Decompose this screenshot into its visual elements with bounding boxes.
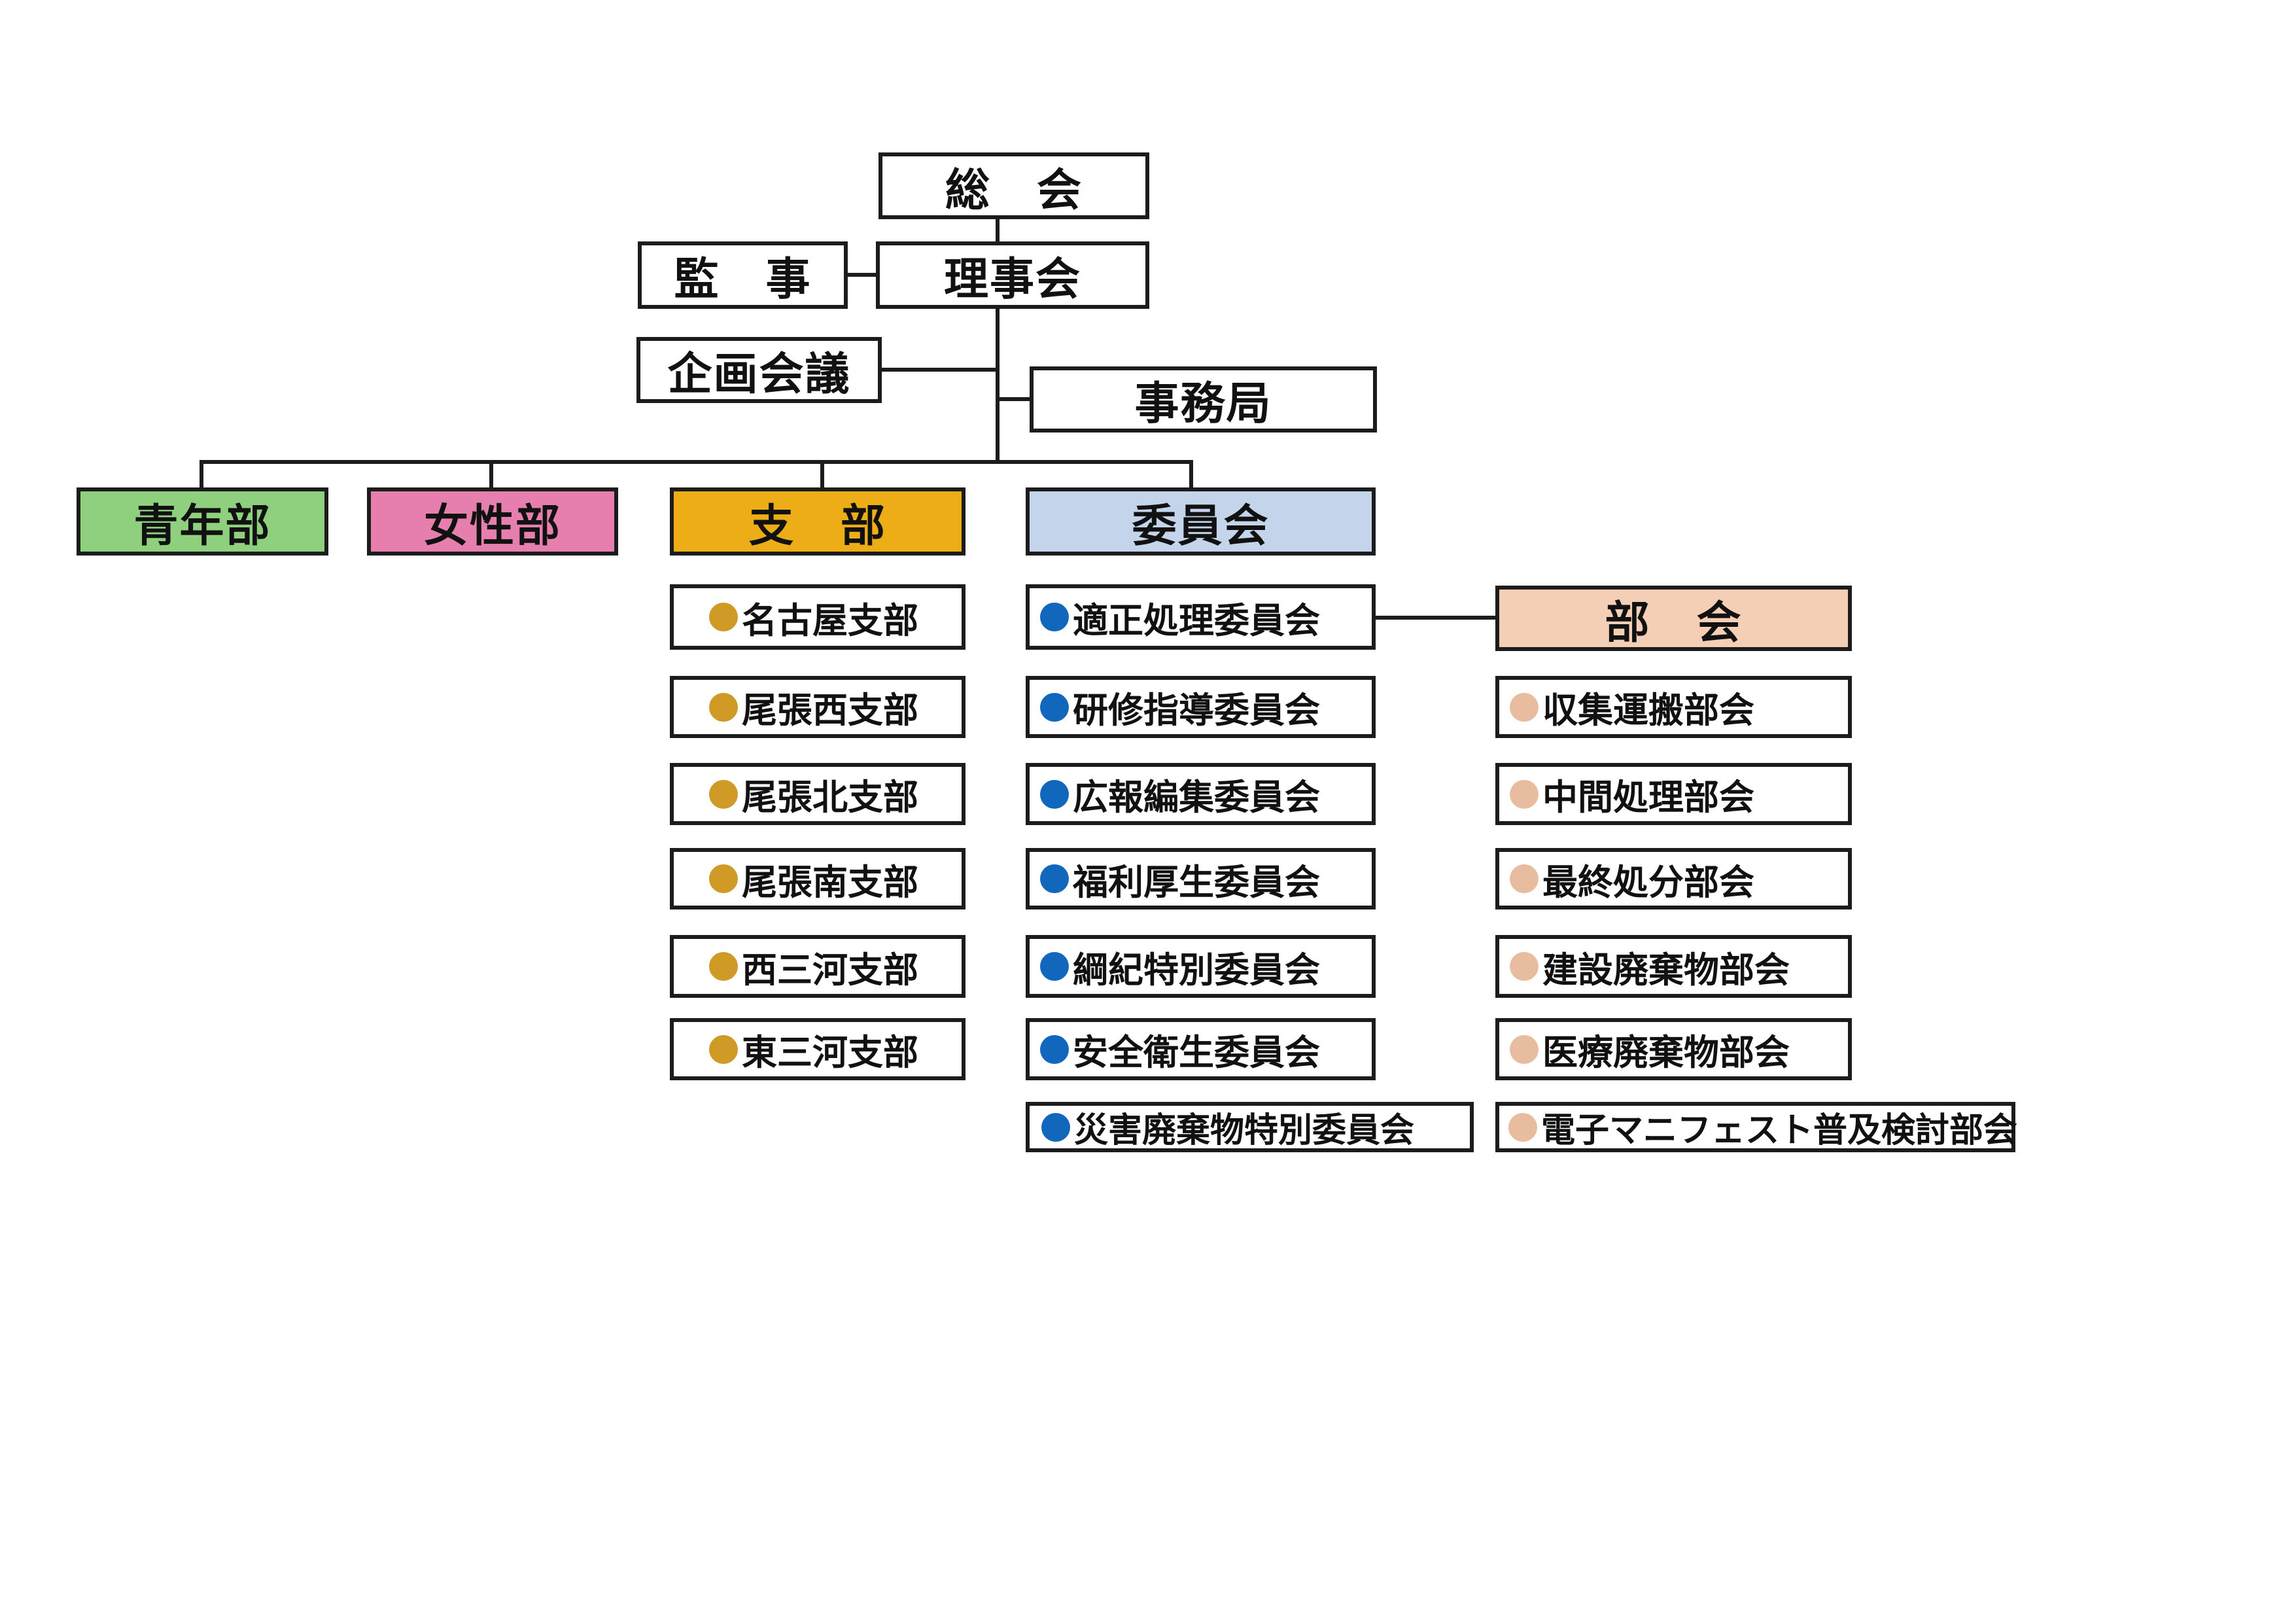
iinkai-dot-icon — [1040, 1034, 1069, 1064]
line-soukai-to-rijikai — [996, 219, 1000, 247]
iinkai-item: 広報編集委員会 — [1026, 763, 1376, 825]
bukai-item: 中間処理部会 — [1495, 763, 1852, 825]
iinkai-item: 災害廃棄物特別委員会 — [1026, 1102, 1474, 1152]
bukai-dot-icon — [1510, 1034, 1539, 1064]
bukai-item: 建設廃棄物部会 — [1495, 935, 1852, 998]
iinkai-item-label: 綱紀特別委員会 — [1073, 949, 1320, 991]
kanji-label: 監 事 — [674, 254, 812, 306]
shibu-dot-icon — [709, 864, 738, 893]
bukai-dot-icon — [1510, 952, 1539, 981]
line-kikaku-branch — [882, 368, 998, 372]
line-main-trunk — [996, 308, 1000, 462]
kikaku-kaigi-label: 企画会議 — [667, 349, 851, 400]
shibu-item: 尾張北支部 — [670, 763, 965, 825]
bukai-item: 電子マニフェスト普及検討部会 — [1495, 1102, 2018, 1152]
shibu-item: 尾張南支部 — [670, 848, 965, 909]
iinkai-dot-icon — [1040, 603, 1069, 631]
rijikai-label: 理事会 — [943, 254, 1081, 306]
iinkai-item-label: 安全衛生委員会 — [1073, 1032, 1320, 1073]
shibu-dot-icon — [709, 779, 738, 809]
shibu-item-label: 尾張北支部 — [742, 777, 918, 818]
bukai-item-label: 収集運搬部会 — [1542, 690, 1754, 731]
shibu-item-label: 西三河支部 — [742, 949, 918, 991]
bukai-dot-icon — [1508, 1112, 1537, 1142]
iinkai-dot-icon — [1040, 864, 1069, 893]
bukai-item-label: 電子マニフェスト普及検討部会 — [1541, 1111, 2018, 1150]
line-drop-joseibu — [489, 460, 493, 489]
shibu-item: 東三河支部 — [670, 1018, 965, 1080]
seinenbu-box: 青年部 — [77, 487, 328, 556]
iinkai-item-label: 福利厚生委員会 — [1073, 861, 1320, 903]
line-drop-seinenbu — [200, 460, 203, 489]
iinkai-item-label: 災害廃棄物特別委員会 — [1074, 1111, 1415, 1150]
shibu-item-label: 名古屋支部 — [742, 599, 918, 641]
bukai-box: 部 会 — [1495, 586, 1852, 651]
line-kanji-to-rijikai — [848, 273, 876, 277]
line-drop-iinkai — [1189, 460, 1193, 489]
seinenbu-label: 青年部 — [133, 500, 271, 552]
iinkai-dot-icon — [1040, 952, 1069, 981]
bukai-item: 収集運搬部会 — [1495, 676, 1852, 738]
iinkai-item: 研修指導委員会 — [1026, 676, 1376, 738]
bukai-label: 部 会 — [1605, 597, 1743, 649]
shibu-label: 支 部 — [748, 500, 886, 552]
shibu-item-label: 尾張西支部 — [742, 690, 918, 731]
bukai-item-label: 中間処理部会 — [1542, 777, 1754, 818]
iinkai-item: 綱紀特別委員会 — [1026, 935, 1376, 998]
bukai-item-label: 建設廃棄物部会 — [1542, 949, 1790, 991]
shibu-item: 名古屋支部 — [670, 584, 965, 650]
shibu-dot-icon — [709, 1034, 738, 1064]
line-jimukyoku-branch — [996, 397, 1034, 401]
shibu-item: 西三河支部 — [670, 935, 965, 998]
bukai-item-label: 最終処分部会 — [1542, 861, 1754, 903]
iinkai-dot-icon — [1040, 779, 1069, 809]
iinkai-item: 福利厚生委員会 — [1026, 848, 1376, 909]
bukai-dot-icon — [1510, 692, 1539, 722]
shibu-item-label: 尾張南支部 — [742, 861, 918, 903]
iinkai-item-label: 研修指導委員会 — [1073, 690, 1320, 731]
line-drop-shibu — [820, 460, 824, 489]
shibu-dot-icon — [709, 952, 738, 981]
bukai-item-label: 医療廃棄物部会 — [1542, 1032, 1790, 1073]
kanji-box: 監 事 — [638, 241, 848, 309]
iinkai-item-label: 広報編集委員会 — [1073, 777, 1320, 818]
shibu-item: 尾張西支部 — [670, 676, 965, 738]
iinkai-item-label: 適正処理委員会 — [1073, 599, 1320, 641]
soukai-label: 総 会 — [945, 164, 1083, 217]
bukai-dot-icon — [1510, 779, 1539, 809]
shibu-item-label: 東三河支部 — [742, 1032, 918, 1073]
iinkai-dot-icon — [1041, 1112, 1070, 1142]
iinkai-dot-icon — [1040, 692, 1069, 722]
joseibu-box: 女性部 — [367, 487, 618, 556]
shibu-box: 支 部 — [670, 487, 965, 556]
shibu-dot-icon — [709, 692, 738, 722]
kikaku-kaigi-box: 企画会議 — [636, 337, 882, 403]
line-division-bar — [200, 460, 1193, 464]
iinkai-label: 委員会 — [1132, 500, 1270, 552]
joseibu-label: 女性部 — [423, 500, 561, 552]
iinkai-box: 委員会 — [1026, 487, 1376, 556]
bukai-item: 最終処分部会 — [1495, 848, 1852, 909]
shibu-dot-icon — [709, 603, 738, 631]
line-tekisei-to-bukai — [1376, 616, 1500, 620]
rijikai-box: 理事会 — [876, 241, 1149, 309]
jimukyoku-label: 事務局 — [1134, 378, 1272, 430]
bukai-item: 医療廃棄物部会 — [1495, 1018, 1852, 1080]
iinkai-item: 適正処理委員会 — [1026, 584, 1376, 650]
bukai-dot-icon — [1510, 864, 1539, 893]
jimukyoku-box: 事務局 — [1030, 366, 1377, 432]
iinkai-item: 安全衛生委員会 — [1026, 1018, 1376, 1080]
soukai-box: 総 会 — [878, 152, 1149, 219]
